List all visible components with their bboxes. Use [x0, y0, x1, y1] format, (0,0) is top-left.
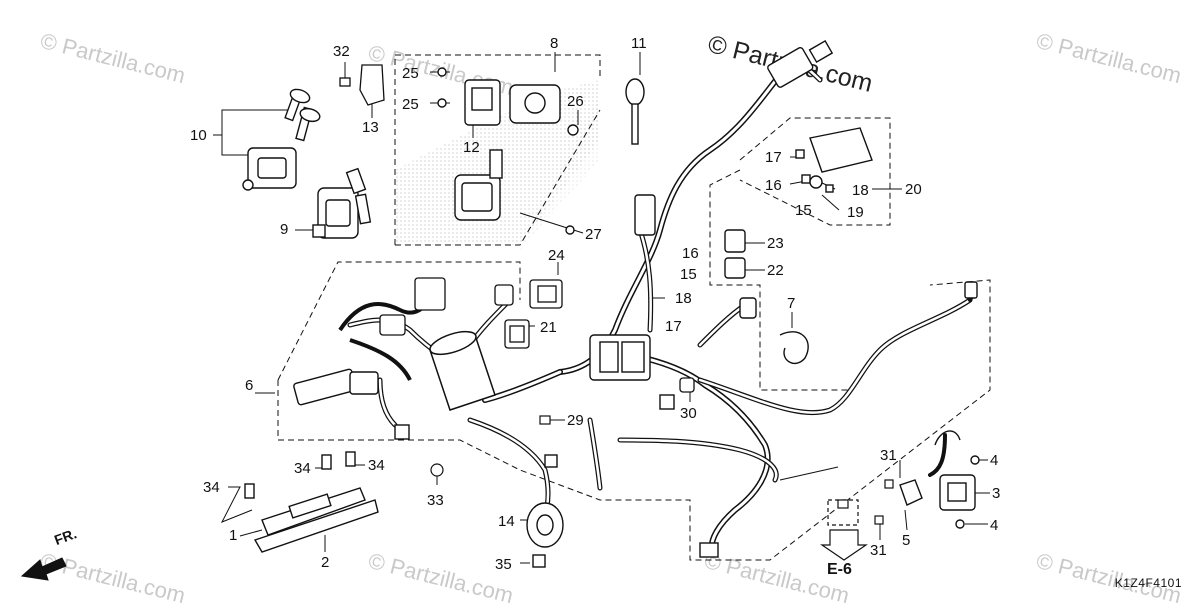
callout-34: 34	[368, 457, 385, 474]
part-8-switch-assembly	[437, 67, 579, 235]
callout-19: 19	[847, 204, 864, 221]
callout-5: 5	[902, 532, 910, 549]
callout-17: 17	[665, 318, 682, 335]
callout-7: 7	[787, 295, 795, 312]
callout-13: 13	[362, 119, 379, 136]
part-7-clamp	[779, 331, 809, 364]
part-22-23-relays	[724, 229, 746, 279]
part-11-key	[625, 78, 645, 145]
center-component	[429, 330, 496, 411]
part-30	[679, 377, 695, 393]
callout-15: 15	[680, 266, 697, 283]
callout-2: 2	[321, 554, 329, 571]
callout-6: 6	[245, 377, 253, 394]
part-31-bolts	[874, 479, 894, 525]
part-13-bracket	[339, 64, 385, 106]
part-20-control-unit	[795, 127, 873, 193]
callout-27: 27	[585, 226, 602, 243]
callout-3: 3	[992, 485, 1000, 502]
callout-23: 23	[767, 235, 784, 252]
callout-14: 14	[498, 513, 515, 530]
callout-16: 16	[765, 177, 782, 194]
callout-11: 11	[631, 35, 647, 52]
part-6-connectors	[379, 277, 514, 336]
part-29-33	[430, 415, 551, 477]
callout-29: 29	[567, 412, 584, 429]
part-9-ignition-switch	[312, 167, 372, 239]
callout-9: 9	[280, 221, 288, 238]
callout-18: 18	[675, 290, 692, 307]
callout-24: 24	[548, 247, 565, 264]
callout-25: 25	[402, 96, 419, 113]
reference-label: E-6	[827, 561, 852, 578]
callout-labels: 1 2 3 4 4 5 6 7 8 9 10 11 12 13 14 15 15…	[190, 35, 1000, 578]
callout-17: 17	[765, 149, 782, 166]
callout-12: 12	[463, 139, 480, 156]
callout-34: 34	[294, 460, 311, 477]
part-5	[899, 479, 923, 506]
callout-18: 18	[852, 182, 869, 199]
callout-26: 26	[567, 93, 584, 110]
callout-25: 25	[402, 65, 419, 82]
callout-31: 31	[870, 542, 887, 559]
front-arrow	[20, 557, 67, 581]
callout-31: 31	[880, 447, 897, 464]
reference-arrow	[820, 499, 868, 561]
callout-35: 35	[495, 556, 512, 573]
part-10-key-cylinder	[242, 88, 321, 191]
callout-4: 4	[990, 517, 998, 534]
callout-8: 8	[550, 35, 558, 52]
callout-21: 21	[540, 319, 557, 336]
callout-10: 10	[190, 127, 207, 144]
callout-34: 34	[203, 479, 220, 496]
part-1-2-cover	[244, 451, 379, 553]
harness-connectors	[293, 39, 978, 558]
callout-15: 15	[795, 202, 812, 219]
diagram-code: K1Z4F4101	[1114, 576, 1182, 590]
part-24-21	[504, 279, 563, 349]
part-14-horn	[526, 502, 564, 568]
callout-1: 1	[229, 527, 237, 544]
callout-32: 32	[333, 43, 350, 60]
callout-33: 33	[427, 492, 444, 509]
callout-16: 16	[682, 245, 699, 262]
callout-4: 4	[990, 452, 998, 469]
group-box-8	[394, 54, 601, 246]
group-box-6	[277, 261, 991, 561]
callout-22: 22	[767, 262, 784, 279]
part-3-ignition-coil	[934, 430, 980, 529]
callout-30: 30	[680, 405, 697, 422]
callout-20: 20	[905, 181, 922, 198]
group-box-20	[709, 117, 891, 391]
